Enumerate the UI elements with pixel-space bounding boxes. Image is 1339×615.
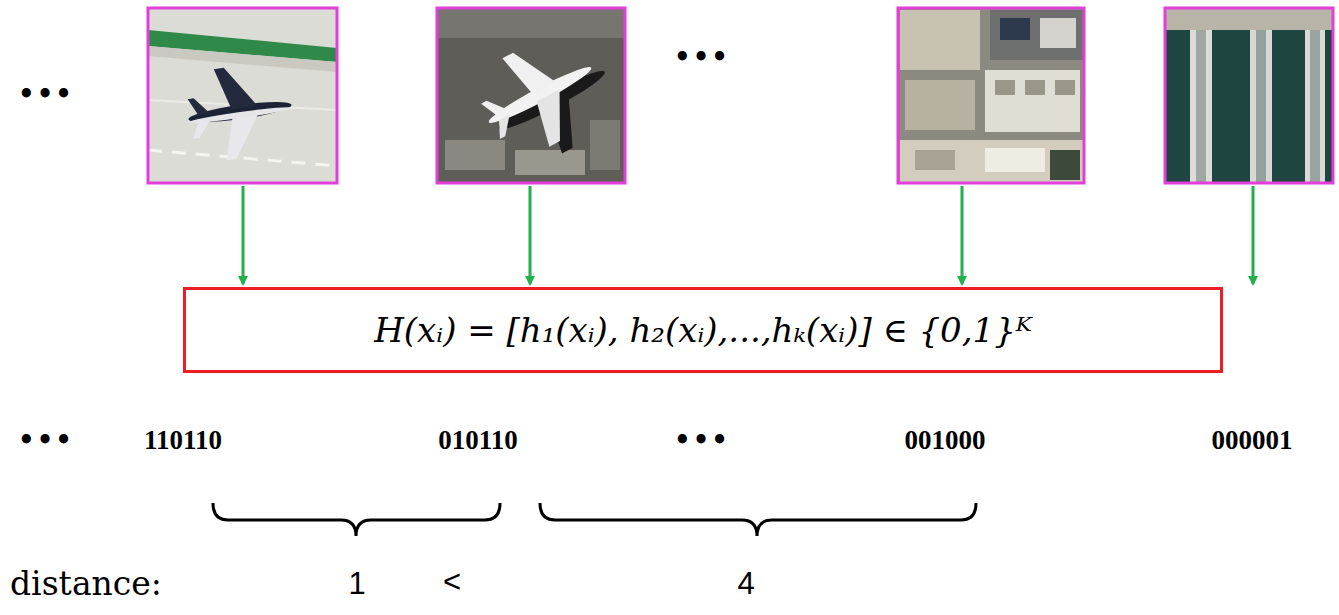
ellipsis: ••• (674, 43, 730, 73)
green-arrow (961, 186, 964, 284)
image-border (437, 8, 625, 183)
binary-code: 001000 (905, 425, 986, 456)
formula-box: H(xᵢ) = [h₁(xᵢ), h₂(xᵢ),...,hₖ(xᵢ)] ∈ {0… (183, 287, 1223, 373)
comparison-sign: < (443, 564, 461, 600)
green-arrow (1252, 186, 1255, 284)
aerial-image-airplane-gate (437, 8, 625, 183)
green-arrow (529, 186, 532, 284)
distance-caption: distance: (10, 565, 162, 603)
aerial-image-buildings (898, 8, 1084, 183)
aerial-image-airplane-runway (148, 8, 337, 183)
aerial-image-marina (1165, 8, 1333, 183)
distance-value: 4 (737, 566, 754, 602)
binary-code: 110110 (144, 425, 222, 456)
hash-formula: H(xᵢ) = [h₁(xᵢ), h₂(xᵢ),...,hₖ(xᵢ)] ∈ {0… (374, 310, 1032, 350)
distance-brace (213, 503, 500, 536)
ellipsis: ••• (18, 426, 74, 456)
ellipsis: ••• (674, 426, 730, 456)
ellipsis: ••• (18, 80, 74, 110)
green-arrow (242, 186, 245, 284)
binary-code: 000001 (1212, 425, 1293, 456)
distance-brace (540, 503, 976, 536)
image-border (1165, 8, 1333, 183)
image-border (148, 8, 337, 183)
binary-code: 010110 (438, 425, 518, 456)
distance-value: 1 (348, 566, 365, 602)
image-border (898, 8, 1084, 183)
